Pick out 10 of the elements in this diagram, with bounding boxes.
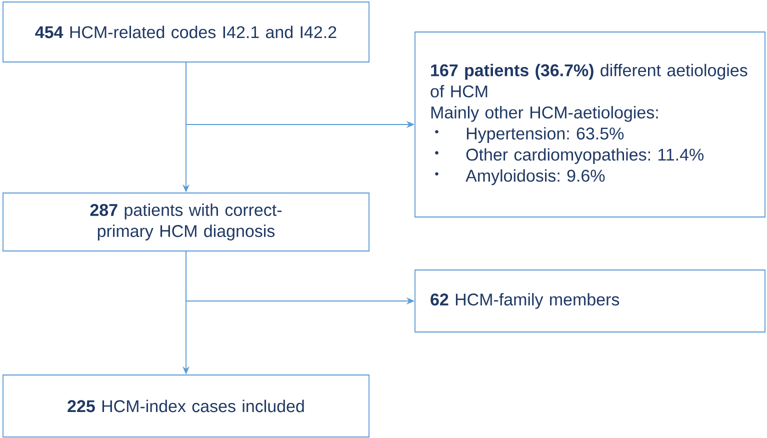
text-line: Mainly other HCM-aetiologies: xyxy=(431,106,658,122)
bullet-item: Hypertension: 63.5% xyxy=(435,127,624,143)
bullet-item: Other cardiomyopathies: 11.4% xyxy=(435,148,704,164)
process-box: 454 HCM-related codes I42.1 and I42.2 xyxy=(2,2,370,62)
process-box: 62 HCM-family members xyxy=(414,270,766,332)
process-box: 225 HCM-index cases included xyxy=(2,374,370,438)
bullet-item: Amyloidosis: 9.6% xyxy=(435,169,605,186)
process-box xyxy=(414,32,766,218)
text-line: 167 patients (36.7%) different aetiologies of HCM xyxy=(430,64,748,98)
process-box: 287 patients with correct-primary HCM diagnosis xyxy=(2,192,370,252)
